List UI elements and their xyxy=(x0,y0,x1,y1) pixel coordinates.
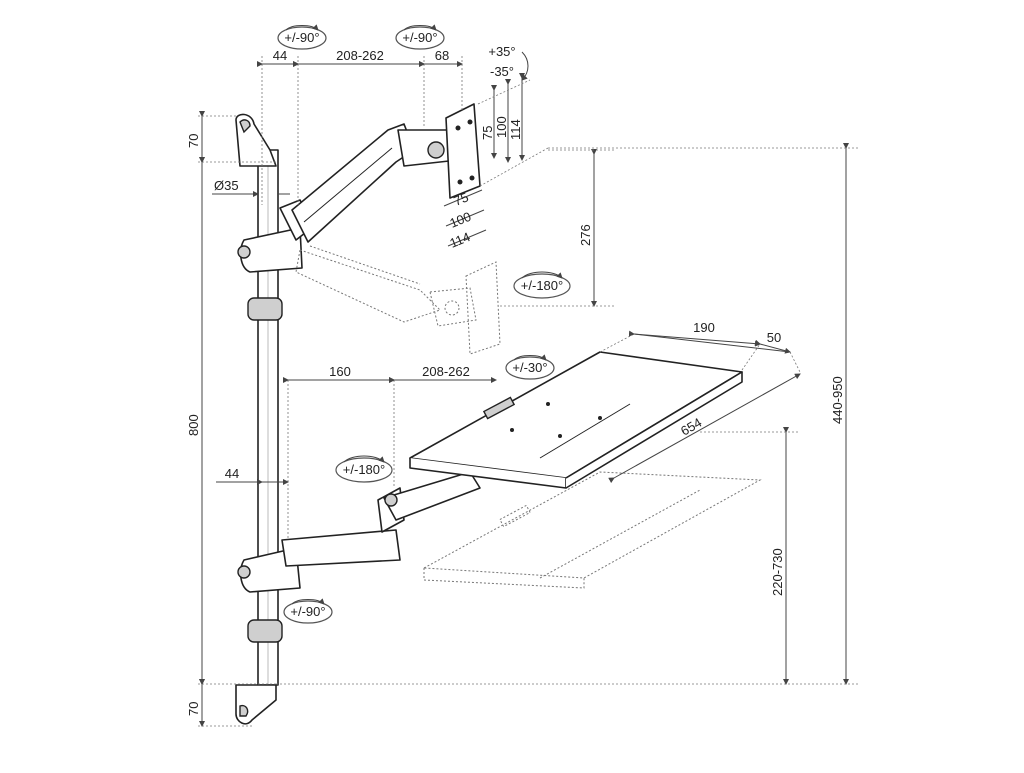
monitor-arm-clamp xyxy=(239,227,303,273)
monitor-gas-arm xyxy=(291,123,415,243)
top-wall-bracket xyxy=(235,113,277,167)
svg-text:+/-90°: +/-90° xyxy=(402,30,437,45)
rotation-badge-tilt: +35° -35° xyxy=(488,44,529,81)
dim-bottom-bracket: 70 xyxy=(186,702,201,716)
rotation-badge-keyboard-joint-2: +/-90° xyxy=(283,598,333,624)
pole-collar-upper xyxy=(247,297,283,321)
dim-total-height-range: 440-950 xyxy=(830,376,845,424)
dim-vesa-75-bottom: 75 xyxy=(452,189,471,208)
rotation-badge-arm-joint-1: +/-90° xyxy=(277,24,327,50)
pole-collar-lower xyxy=(247,619,283,643)
rotation-badge-tray-tilt: +/-30° xyxy=(505,354,555,380)
dim-monitor-arm-reach: 208-262 xyxy=(336,48,384,63)
tray-rail xyxy=(482,396,516,420)
dim-keyboard-offset: 160 xyxy=(329,364,351,379)
dim-head-depth: 68 xyxy=(435,48,449,63)
dim-mouse-pad: 50 xyxy=(767,330,781,345)
rotation-badge-arm-joint-2: +/-90° xyxy=(395,24,445,50)
svg-text:+/-90°: +/-90° xyxy=(290,604,325,619)
dim-vesa-100: 100 xyxy=(494,116,509,138)
svg-text:+/-90°: +/-90° xyxy=(284,30,319,45)
dim-tray-depth: 190 xyxy=(693,320,715,335)
dim-vesa-100-bottom: 100 xyxy=(448,209,474,231)
monitor-arm xyxy=(237,103,481,273)
dim-pole-height: 800 xyxy=(186,414,201,436)
dim-top-offset: 44 xyxy=(273,48,287,63)
dim-monitor-vertical: 276 xyxy=(578,224,593,246)
svg-text:+/-180°: +/-180° xyxy=(343,462,385,477)
dim-pole-diameter: Ø35 xyxy=(214,178,239,193)
dim-vesa-75: 75 xyxy=(480,126,495,140)
rotation-badges: +/-90° +/-90° +35° -35° +/-180° +/-30° +… xyxy=(277,24,571,624)
rotation-badge-vesa: +/-180° xyxy=(513,271,571,299)
bottom-wall-bracket xyxy=(235,684,277,725)
keyboard-arm-upper xyxy=(383,471,481,521)
keyboard-arm xyxy=(237,471,481,593)
dim-keyboard-arm-reach: 208-262 xyxy=(422,364,470,379)
dim-top-bracket: 70 xyxy=(186,134,201,148)
pole xyxy=(247,149,283,686)
keyboard-arm-lower xyxy=(281,529,401,567)
vesa-plate-upper xyxy=(445,103,481,199)
dim-lower-offset: 44 xyxy=(225,466,239,481)
dimension-lines xyxy=(198,56,860,727)
monitor-arm-ghost xyxy=(295,245,501,355)
svg-text:+/-180°: +/-180° xyxy=(521,278,563,293)
dim-tray-height-range: 220-730 xyxy=(770,548,785,596)
svg-text:-35°: -35° xyxy=(490,64,514,79)
rotation-badge-keyboard-joint-1: +/-180° xyxy=(335,455,393,483)
dimension-labels: 44 208-262 68 75 100 114 75 100 114 Ø35 … xyxy=(186,48,845,716)
dim-vesa-114: 114 xyxy=(508,119,523,140)
svg-text:+35°: +35° xyxy=(488,44,515,59)
svg-text:+/-30°: +/-30° xyxy=(512,360,547,375)
dim-vesa-114-bottom: 114 xyxy=(448,229,473,251)
